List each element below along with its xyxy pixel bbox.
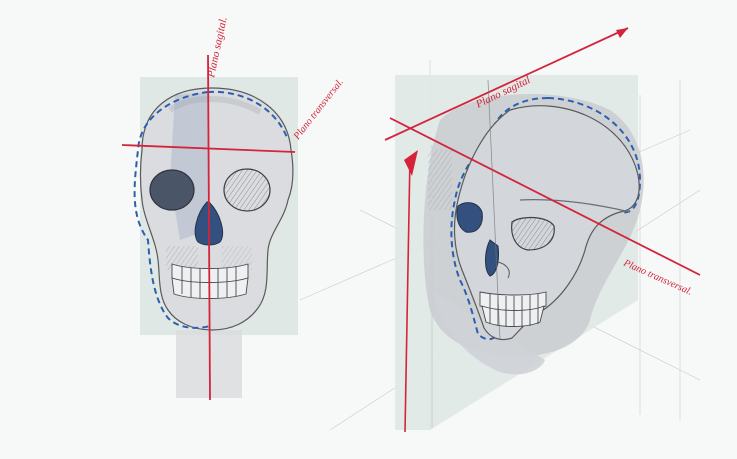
side-teeth xyxy=(480,292,546,327)
side-eye-socket-front xyxy=(457,203,483,233)
front-sagittal-label: Plano sagital. xyxy=(205,16,230,80)
front-left-eye-socket xyxy=(150,170,194,210)
front-transversal-label: Plano transversal. xyxy=(291,77,346,143)
side-sagittal-arrowhead xyxy=(616,28,628,38)
front-view: Plano sagital. Plano transversal. xyxy=(122,16,346,400)
side-view: Plano sagital Plano transversal. xyxy=(385,28,700,432)
front-right-eye-socket xyxy=(224,169,270,211)
